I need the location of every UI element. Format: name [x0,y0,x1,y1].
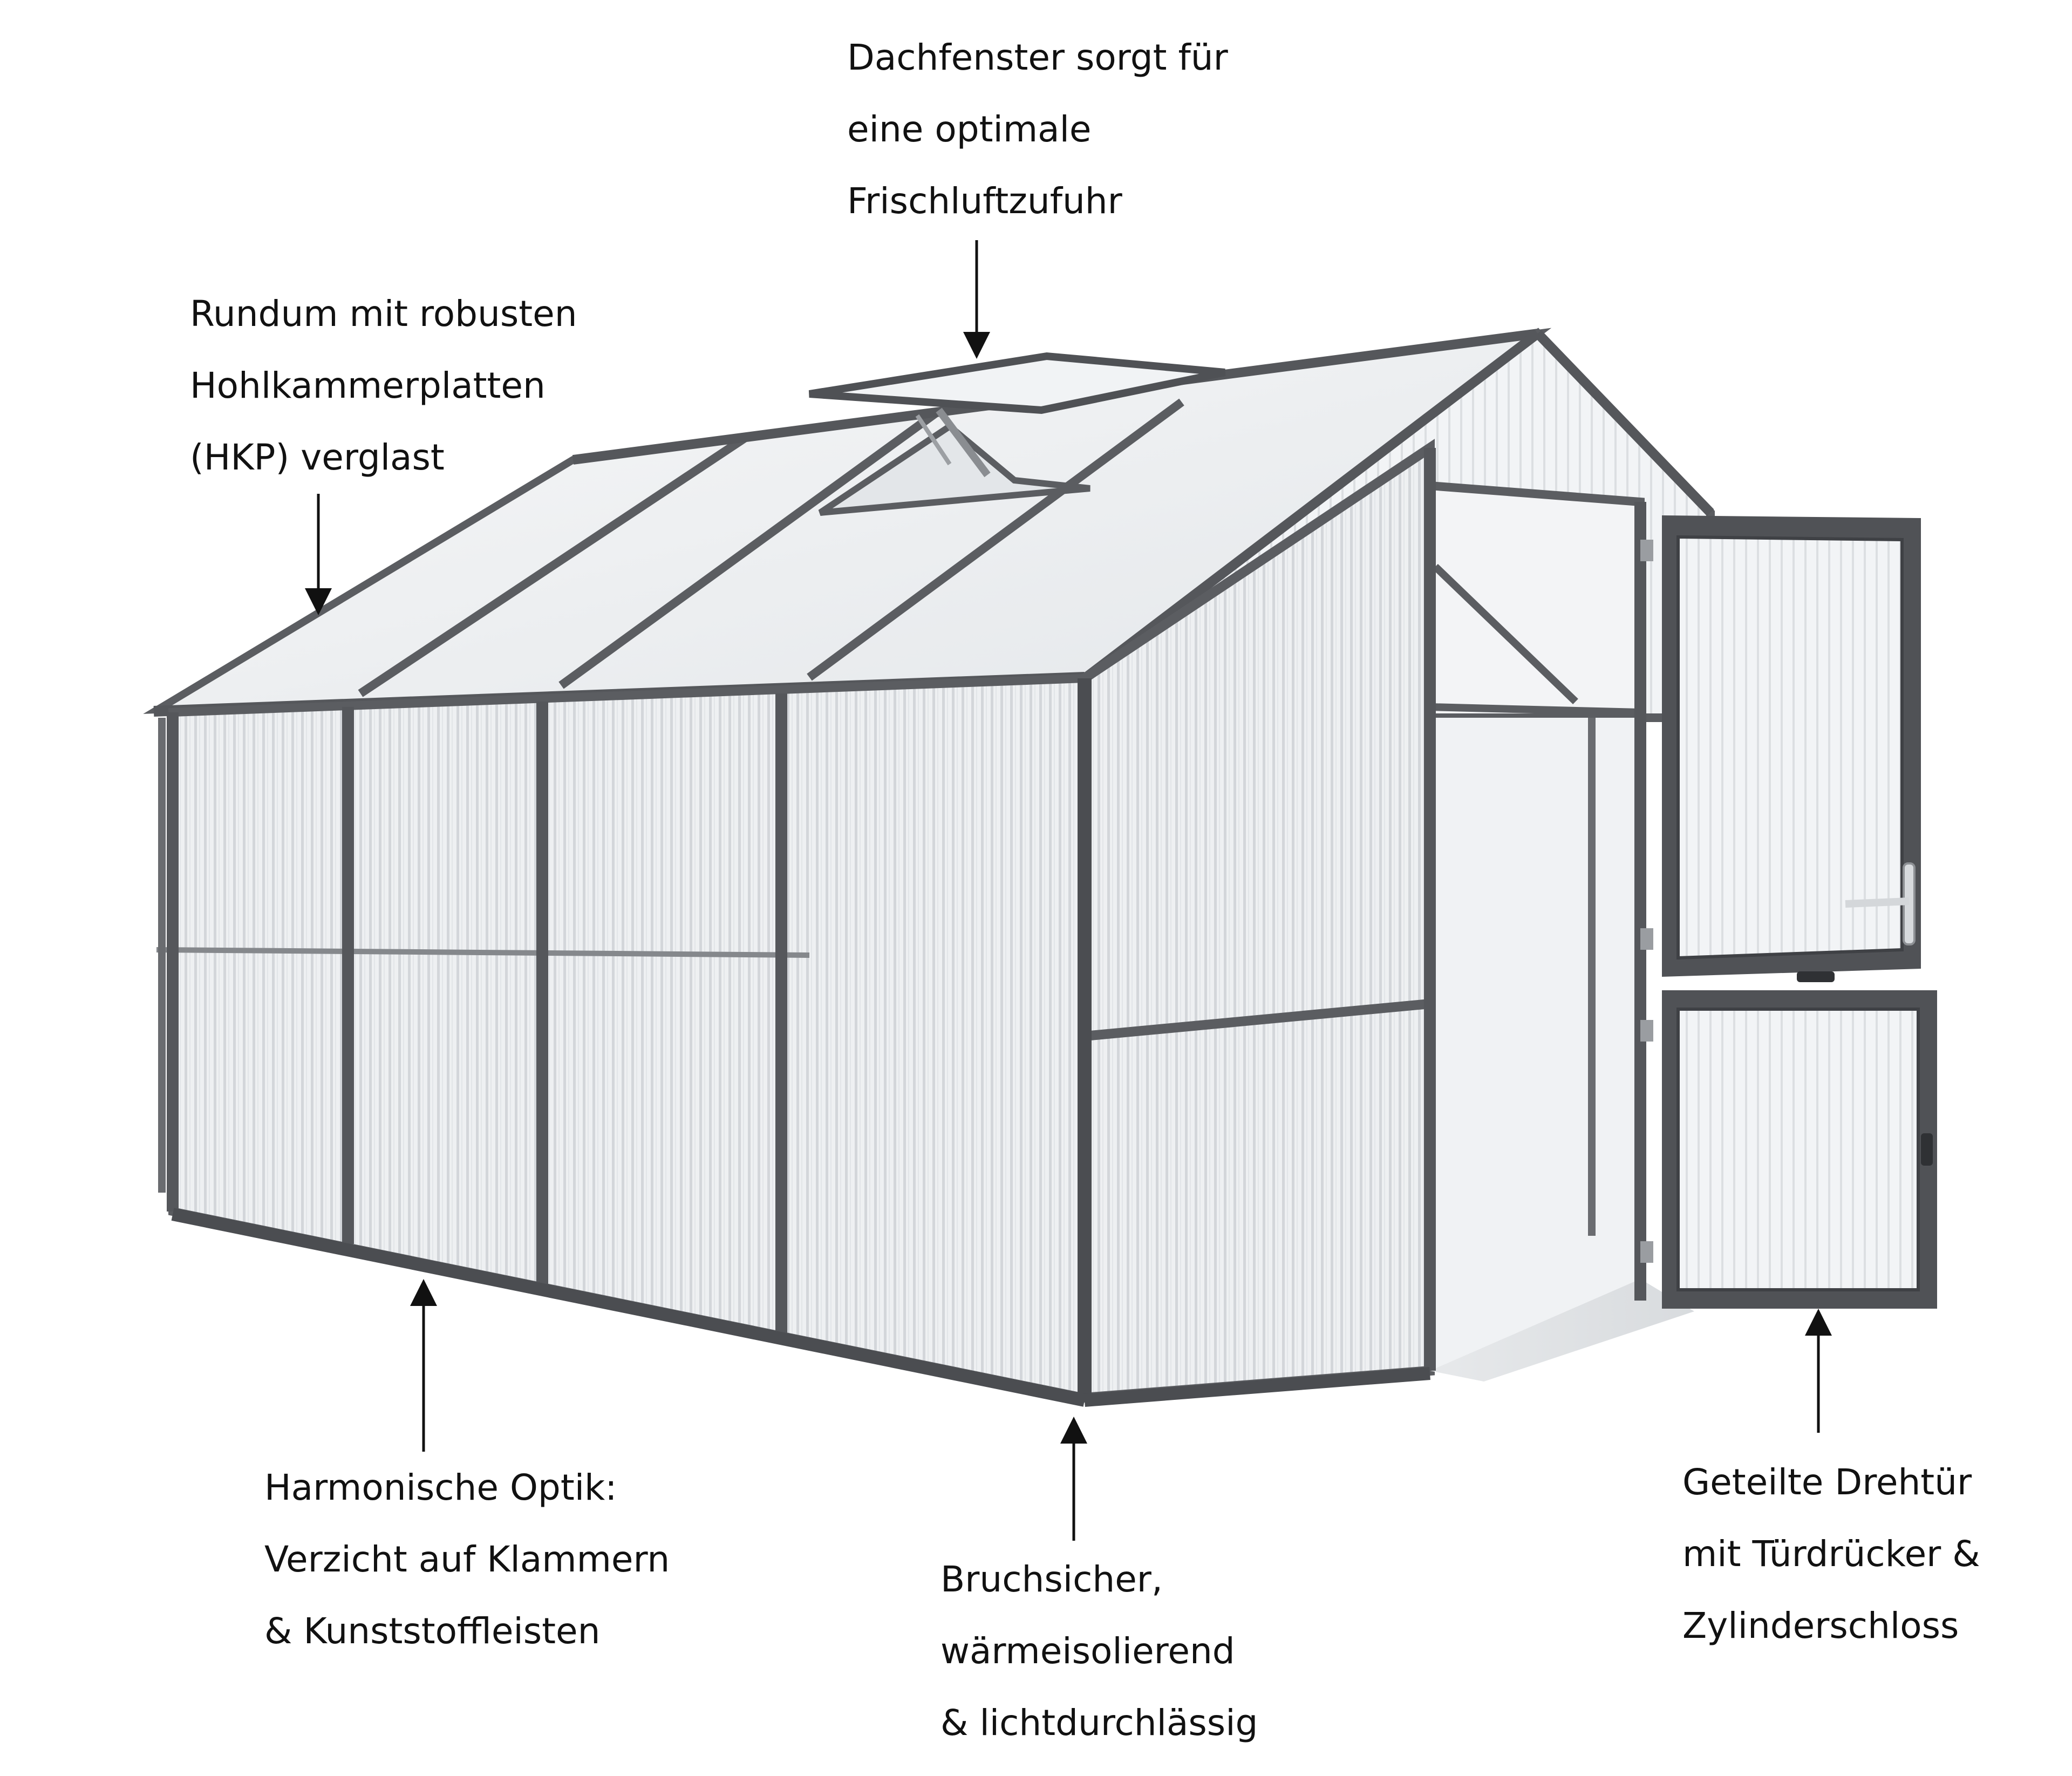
cylinder-lock [1921,1133,1933,1166]
roof-bar [358,434,747,697]
door-hinge [1640,1241,1653,1263]
callout-line: Harmonische Optik: [264,1467,617,1508]
door-opening-brace [1433,563,1578,705]
side-wall-panel [168,673,1089,1403]
door-opening-interior [1430,718,1640,1371]
side-wall-base [171,1208,1086,1407]
roof-vent-opener-arm [936,407,991,478]
callout-line: & Kunststoffleisten [264,1610,601,1652]
roof-vent-sash [808,352,1226,414]
split-door [1640,515,1937,1309]
callout-door: Geteilte Drehtür mit Türdrücker & Zylind… [1682,1446,1980,1662]
callout-line: (HKP) verglast [190,437,445,478]
callout-material: Bruchsicher, wärmeisolierend & lichtdurc… [940,1543,1258,1759]
callout-arrows [305,240,1832,1541]
door-latch [1797,971,1835,982]
callout-line: wärmeisolierend [940,1630,1235,1672]
door-opening-header [1426,481,1645,722]
roof-bar [558,409,939,689]
front-wall-base [1084,1367,1430,1407]
roof-vent-opener-arm [915,414,952,466]
callout-line: Verzicht auf Klammern [264,1539,670,1580]
gable-rafter [1534,330,1714,516]
callout-line: Dachfenster sorgt für [847,37,1228,78]
door-upper-glazing [1676,535,1904,960]
roof-vent-opening [818,422,1090,516]
callout-line: Hohlkammerplatten [190,365,546,406]
door-opening-beam [1429,703,1641,716]
callout-line: Frischluftzufuhr [847,180,1122,222]
callout-line: & lichtdurchlässig [940,1702,1258,1744]
callout-line: mit Türdrücker & [1682,1533,1980,1575]
callout-line: Bruchsicher, [940,1559,1163,1600]
callout-line: Rundum mit robusten [190,293,577,335]
door-hinge [1640,928,1653,950]
callout-line: eine optimale [847,108,1092,150]
front-wall-rail [1084,999,1430,1041]
floor-inside [1430,1279,1694,1382]
door-hinge [1640,1020,1653,1042]
door-hinge [1640,540,1653,561]
callout-line: Geteilte Drehtür [1682,1461,1972,1503]
door-lower-glazing [1676,1008,1920,1291]
side-wall [156,673,1430,1407]
callout-panels: Rundum mit robusten Hohlkammerplatten (H… [190,278,577,493]
gable-rafter [1081,329,1541,683]
callout-optics: Harmonische Optik: Verzicht auf Klammern… [264,1452,670,1667]
door-handle-lever [1845,897,1910,908]
roof-bar [807,398,1184,681]
callout-line: Zylinderschloss [1682,1605,1959,1646]
side-wall-rail [156,947,810,958]
callout-roof-vent: Dachfenster sorgt für eine optimale Fris… [847,22,1228,237]
roof-vent [808,352,1226,516]
